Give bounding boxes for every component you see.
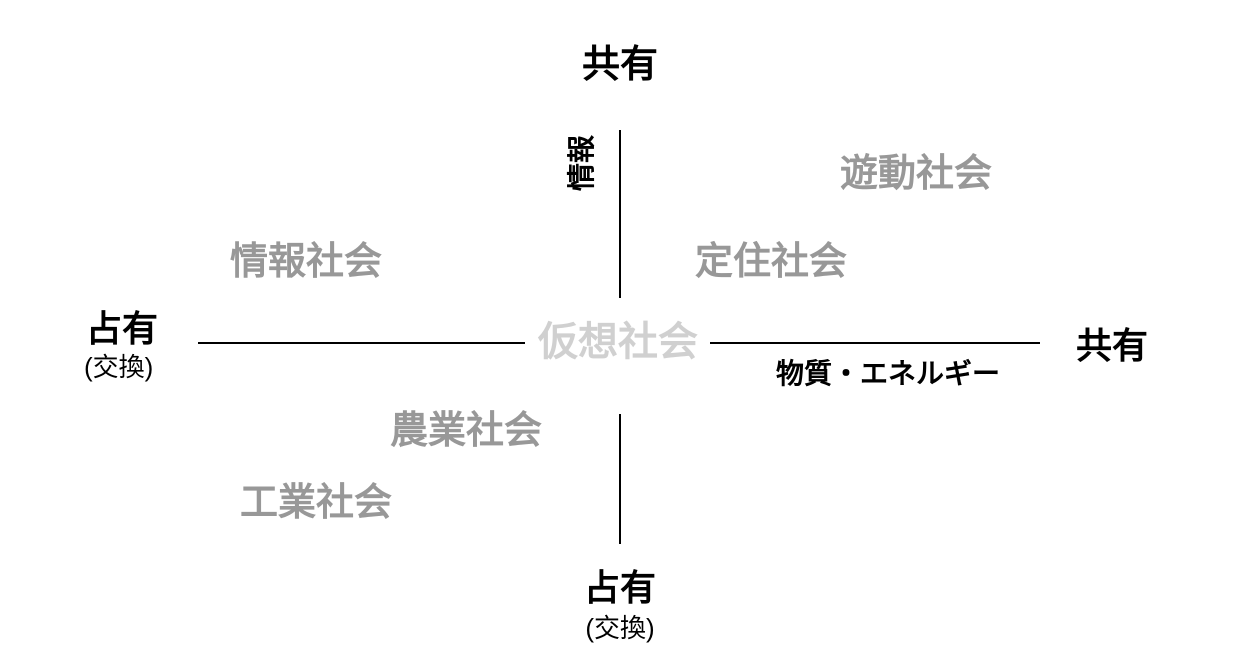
- axis-left-label: 占有: [86, 308, 159, 349]
- axis-bottom-sublabel: (交換): [585, 613, 655, 643]
- vertical-axis-line-top: [619, 130, 621, 298]
- horizontal-axis-line-right: [710, 342, 1040, 344]
- axis-bottom-label: 占有: [583, 567, 657, 608]
- label-information-society: 情報社会: [230, 241, 383, 283]
- label-agricultural-society: 農業社会: [390, 410, 543, 452]
- label-nomadic-society: 遊動社会: [840, 153, 993, 195]
- vertical-axis-line-bottom: [619, 414, 621, 544]
- axis-right-label: 共有: [1076, 325, 1149, 366]
- label-virtual-society: 仮想社会: [538, 320, 698, 364]
- axis-top-label: 共有: [581, 44, 659, 86]
- label-industrial-society: 工業社会: [240, 482, 393, 524]
- horizontal-axis-name: 物質・エネルギー: [776, 358, 1001, 389]
- axis-left-sublabel: (交換): [84, 352, 154, 382]
- vertical-axis-name: 情報: [566, 134, 597, 192]
- label-settled-society: 定住社会: [695, 241, 848, 283]
- horizontal-axis-line-left: [198, 342, 525, 344]
